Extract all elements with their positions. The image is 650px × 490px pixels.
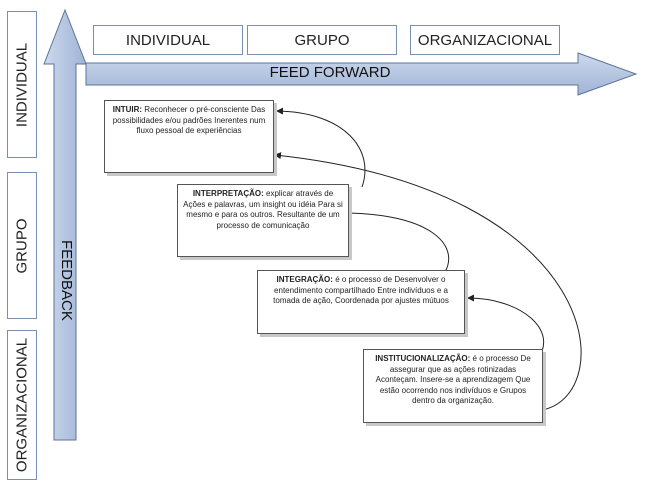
process-text: explicar através de Ações e palavras, um…: [183, 189, 343, 230]
top-level-label: ORGANIZACIONAL: [417, 31, 553, 49]
process-title: INTUIR:: [112, 105, 143, 114]
process-text: é o processo de Desenvolver o entendimen…: [273, 275, 449, 305]
process-title: INSTITUCIONALIZAÇÃO:: [375, 354, 471, 363]
process-title: INTERPRETAÇÃO:: [192, 189, 264, 198]
process-integracao: INTEGRAÇÃO: é o processo de Desenvolver …: [257, 270, 465, 334]
process-intuir: INTUIR: Reconhecer o pré-consciente Das …: [104, 100, 274, 173]
feed-forward-arrow: [85, 52, 638, 96]
process-text: é o processo De assegurar que as ações r…: [375, 354, 531, 405]
process-interpretacao: INTERPRETAÇÃO: explicar através de Ações…: [177, 184, 349, 257]
side-level-organizacional: ORGANIZACIONAL: [7, 330, 37, 480]
top-level-label: INDIVIDUAL: [125, 31, 211, 49]
side-level-individual: INDIVIDUAL: [7, 11, 37, 158]
top-level-grupo: GRUPO: [247, 25, 397, 55]
process-text: Reconhecer o pré-consciente Das possibil…: [112, 105, 266, 135]
top-level-label: GRUPO: [294, 31, 350, 49]
top-level-organizacional: ORGANIZACIONAL: [410, 25, 560, 55]
process-title: INTEGRAÇÃO:: [276, 275, 333, 284]
feed-forward-label: FEED FORWARD: [269, 64, 391, 81]
feedback-arrow: [43, 8, 87, 441]
side-level-grupo: GRUPO: [7, 172, 37, 319]
feedback-label: FEEDBACK: [55, 240, 75, 321]
connector-integracao-interpretacao: [336, 209, 450, 273]
top-level-individual: INDIVIDUAL: [93, 25, 243, 55]
process-institucionalizacao: INSTITUCIONALIZAÇÃO: é o processo De ass…: [363, 349, 543, 423]
connector-interpretacao-intuir: [276, 107, 366, 188]
connector-institucionalizacao-intuir: [274, 152, 582, 411]
